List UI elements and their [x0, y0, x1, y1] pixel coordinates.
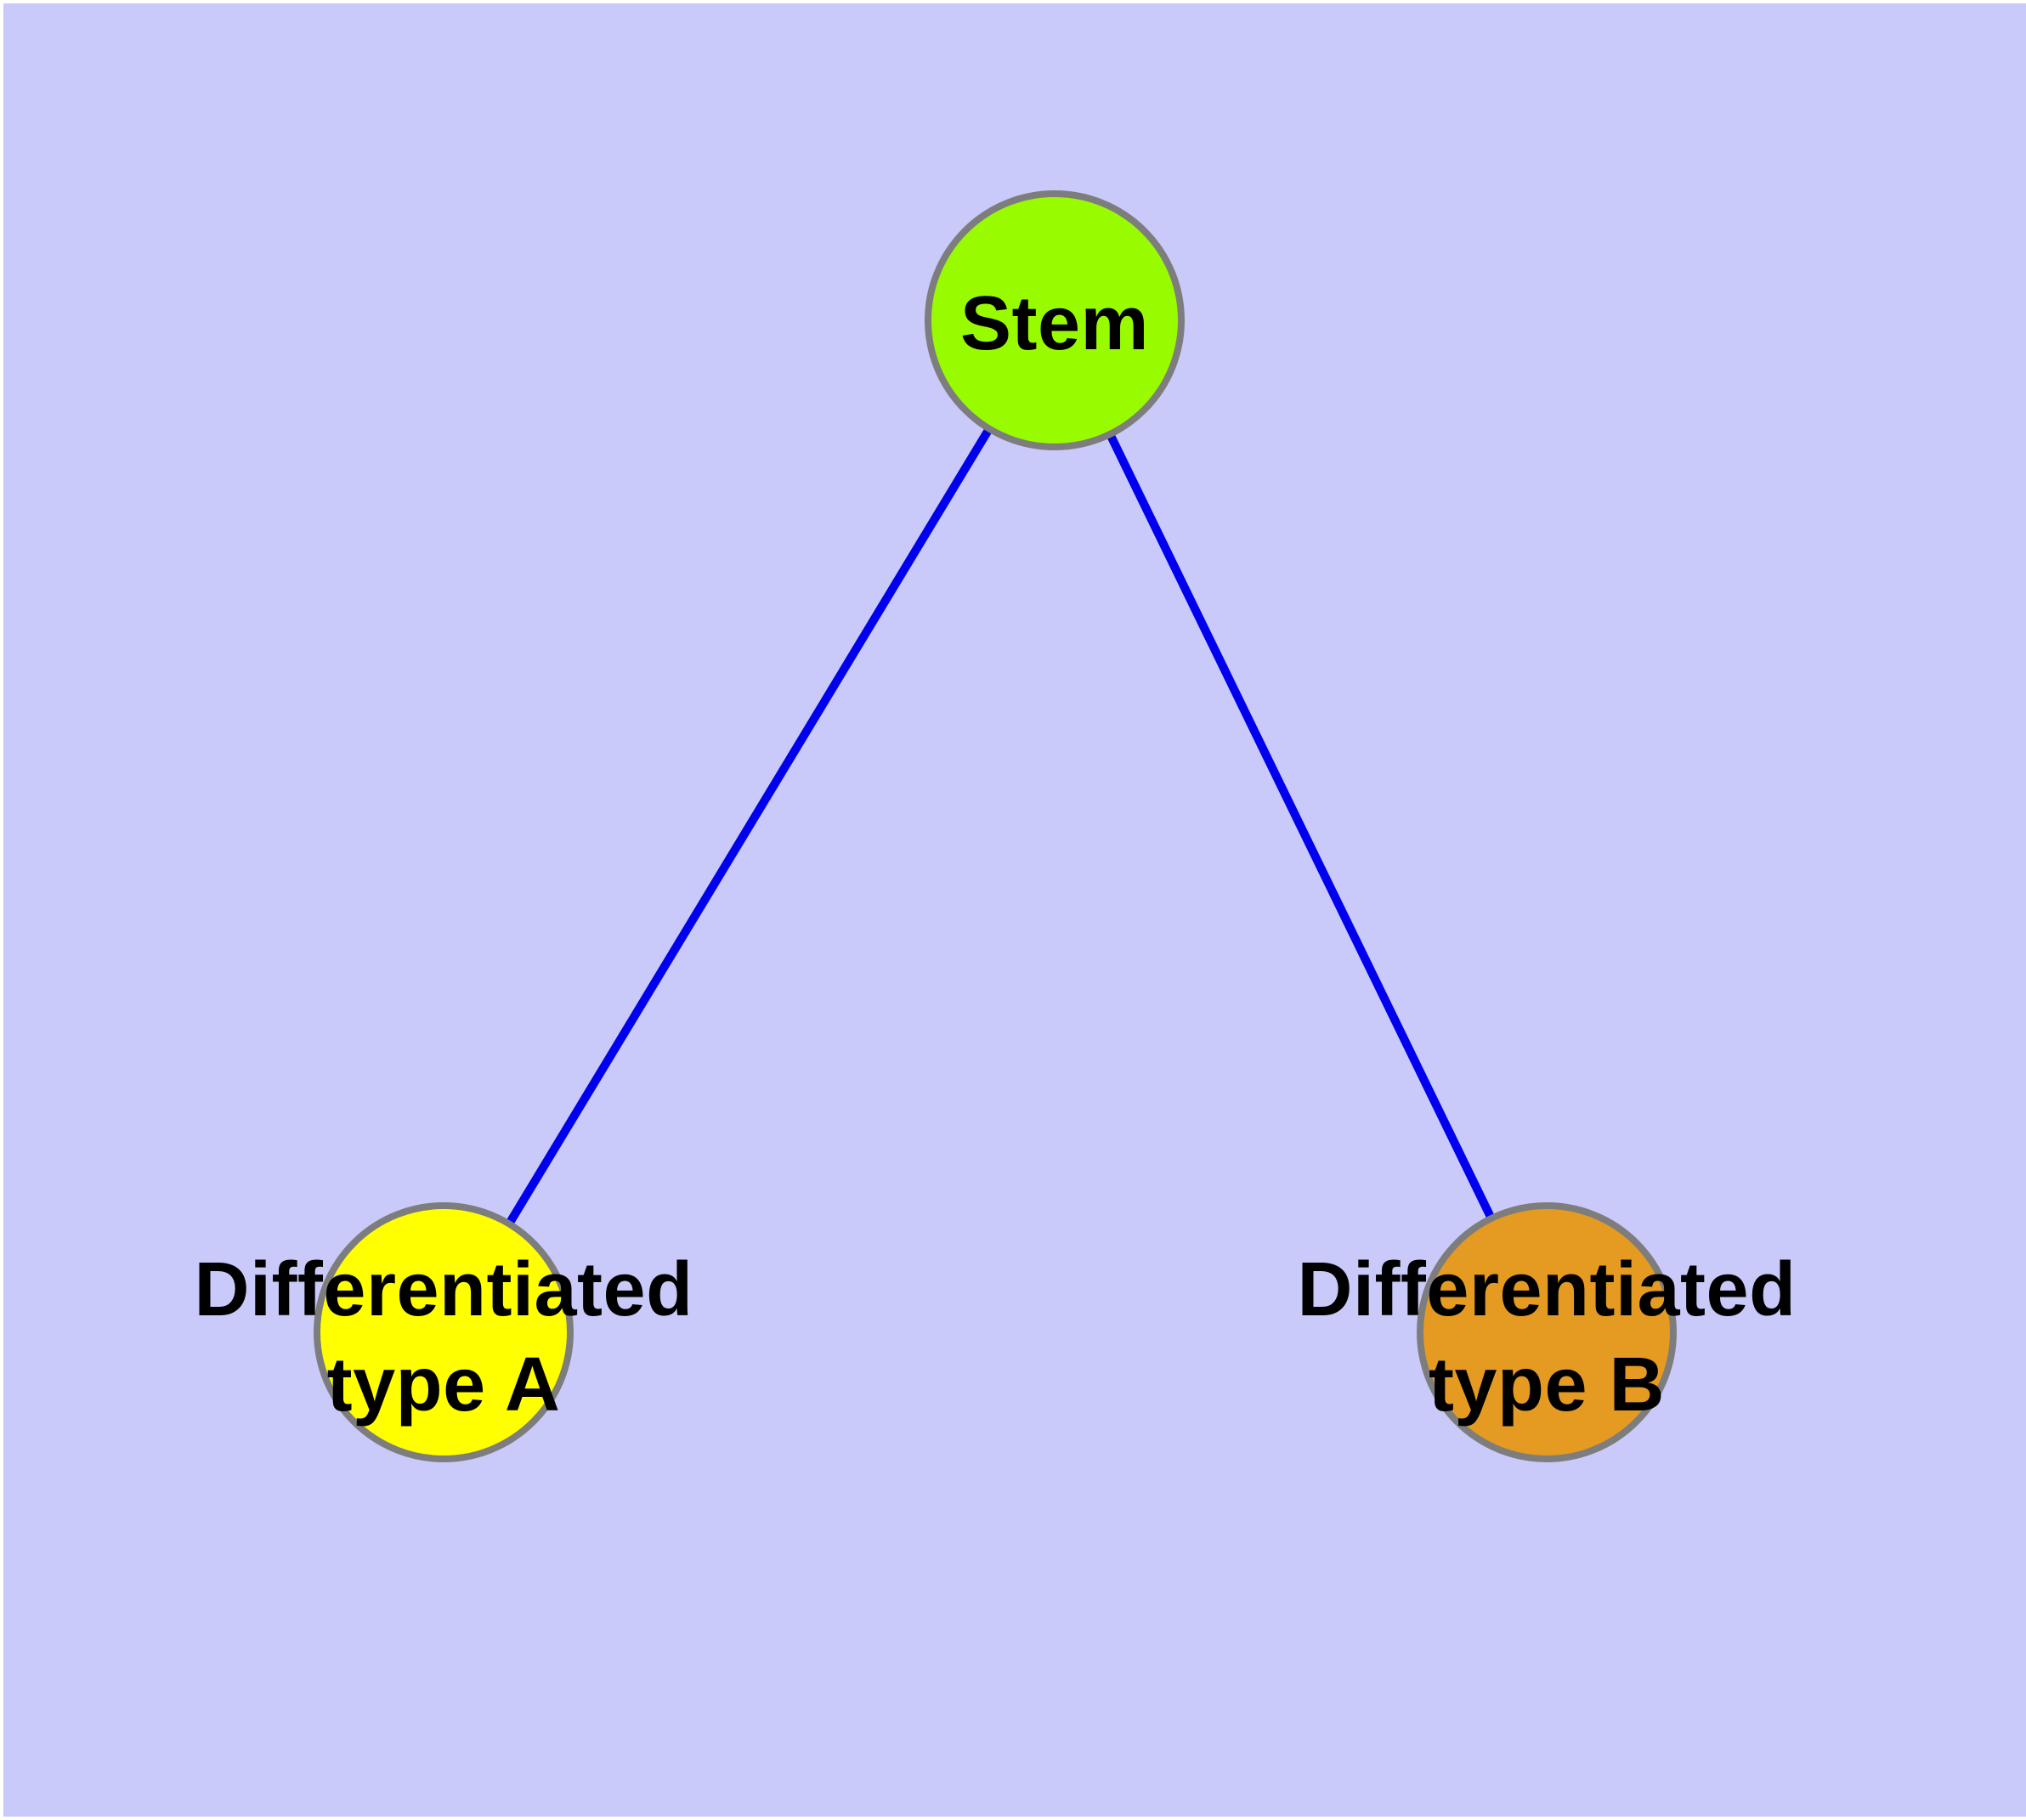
graph-svg	[314, 190, 1677, 1462]
edge-group	[439, 318, 1551, 1335]
edge-stem-to-typeA	[439, 318, 1059, 1335]
node-stem-circle	[925, 190, 1185, 450]
node-typeB-label-line1: Differentiated	[1297, 1247, 1797, 1332]
node-typeA-label: Differentiated type A	[194, 1242, 693, 1433]
edge-stem-to-typeB	[1050, 318, 1551, 1335]
node-typeA-circle	[314, 1202, 574, 1462]
node-typeB-label-line2: type B	[1428, 1342, 1666, 1427]
node-typeA-label-line1: Differentiated	[194, 1247, 693, 1332]
node-typeB-label: Differentiated type B	[1297, 1242, 1796, 1433]
node-typeB-circle	[1417, 1202, 1677, 1462]
node-typeA-label-line2: type A	[326, 1342, 561, 1427]
node-stem-label: Stem	[959, 281, 1150, 366]
node-group	[314, 190, 1677, 1462]
